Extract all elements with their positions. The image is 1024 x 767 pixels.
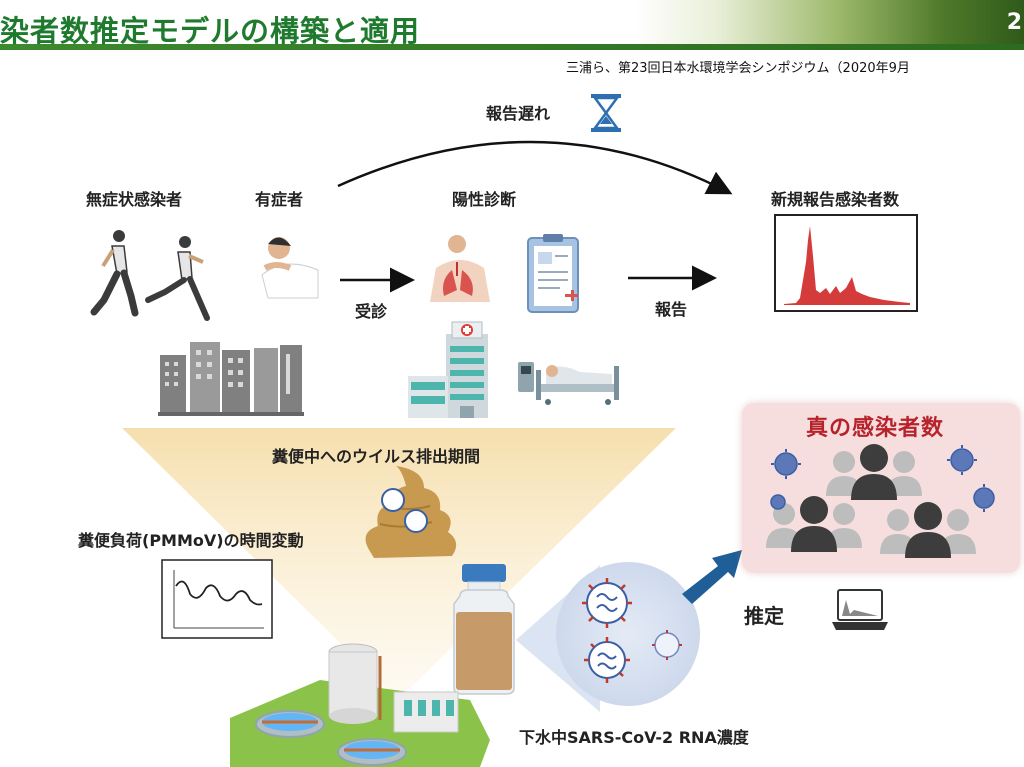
citation: 三浦ら、第23回日本水環境学会シンポジウム（2020年9月 [566,61,910,76]
positive-diagnosis-label: 陽性診断 [452,190,517,209]
laptop-icon [832,589,888,630]
report-label: 報告 [655,300,688,319]
hospital-icon [408,321,488,418]
people-group-icon [880,502,976,558]
hospital-bed-icon [518,362,619,405]
city-buildings-icon [158,342,304,416]
medical-chart-icon [527,234,579,313]
fecal-load-chart [161,559,273,639]
virus-icon [584,637,630,683]
reported-cases-chart [774,214,918,312]
symptomatic-label: 有症者 [255,190,304,209]
consultation-label: 受診 [355,302,388,321]
estimation-arrow [682,550,742,604]
header-bar [0,44,1024,50]
virus-icon [582,578,632,628]
report-delay-label: 報告遅れ [486,104,551,123]
report-delay-arrow [337,140,733,195]
people-group-icon [826,444,922,500]
slide-number: 2 [1006,10,1022,35]
sewage-sample-bottle-icon [453,564,515,695]
header-banner [0,0,1024,50]
virus-icon [770,448,995,510]
hourglass-icon [591,94,621,132]
people-group-icon [766,496,862,552]
new-reported-cases-label: 新規報告感染者数 [771,190,900,209]
virus-spikes [771,445,985,512]
shedding-period-label: 糞便中へのウイルス排出期間 [272,447,481,466]
fecal-load-label: 糞便負荷(PMMoV)の時間変動 [78,531,304,550]
virus-icon [381,488,428,533]
sick-person-icon [261,237,319,299]
lungs-patient-icon [430,235,490,302]
asymptomatic-label: 無症状感染者 [86,190,183,209]
estimation-label: 推定 [744,604,784,628]
runner-icon [90,230,210,321]
virus-icon [652,630,682,660]
shedding-triangle [122,428,676,700]
slide-title: 染者数推定モデルの構築と適用 [0,14,421,48]
sewage-treatment-plant-icon [230,643,490,767]
true-infected-title: 真の感染者数 [806,416,945,441]
sewage-rna-label: 下水中SARS-CoV-2 RNA濃度 [519,728,749,747]
